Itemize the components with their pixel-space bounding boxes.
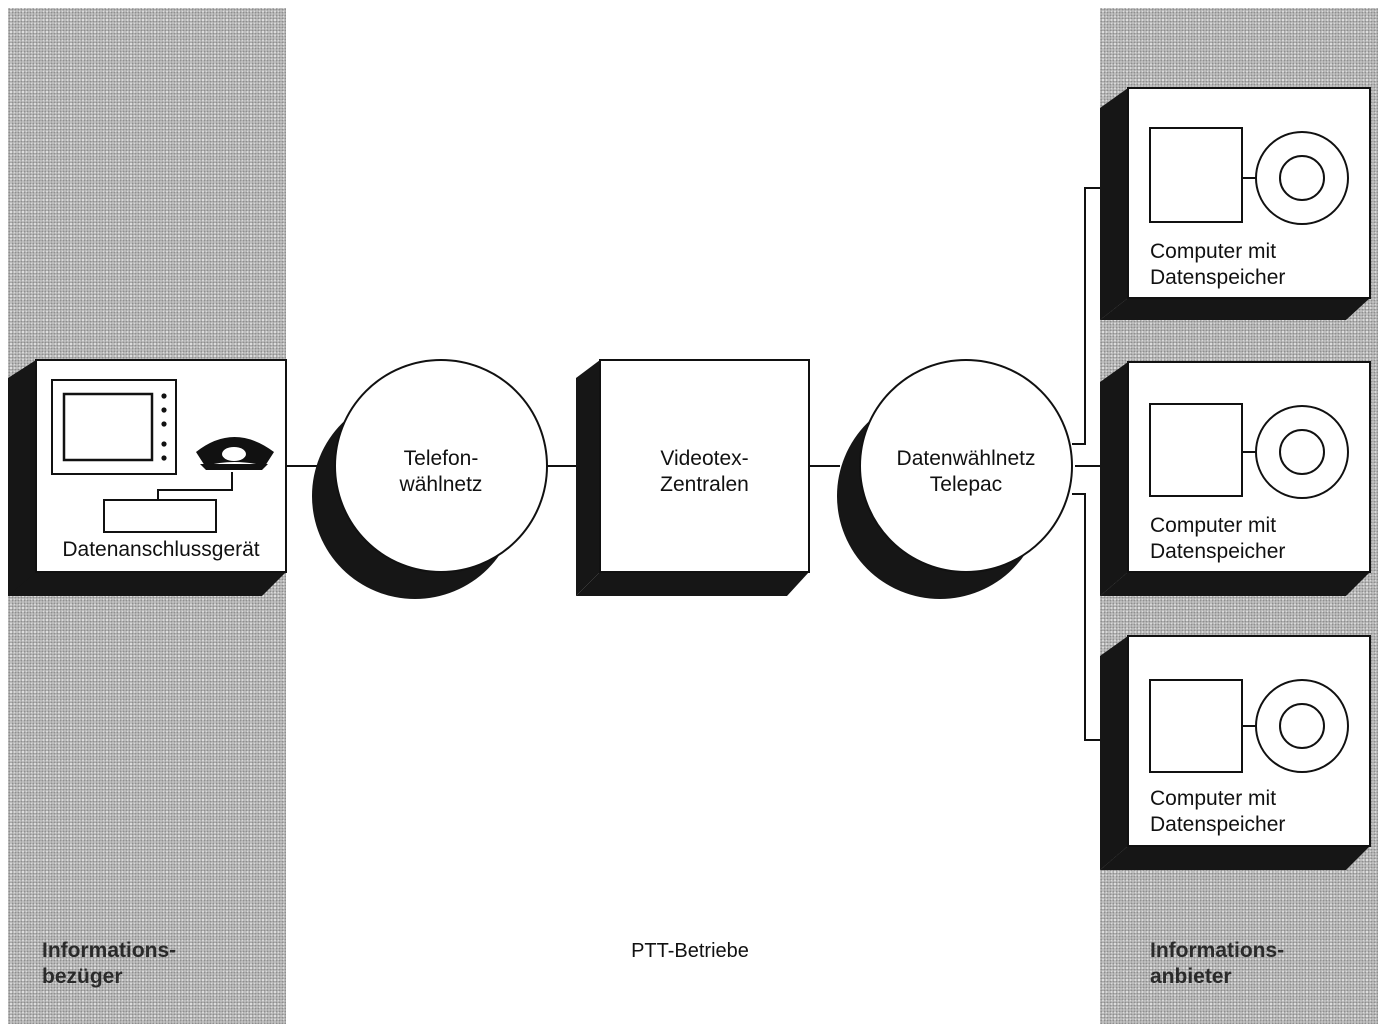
provider-3-label: Computer mit Datenspeicher xyxy=(1150,786,1285,838)
consumer-zone-title-line2: bezüger xyxy=(42,965,123,988)
data-network-label-line2: Telepac xyxy=(929,473,1003,496)
terminal-label: Datenanschlussgerät xyxy=(62,538,260,561)
provider-1-label-line1: Computer mit xyxy=(1150,240,1277,263)
provider-box-1 xyxy=(1100,87,1371,320)
computer-icon xyxy=(1149,403,1243,497)
videotex-center-label: Videotex- Zentralen xyxy=(600,446,809,498)
videotex-center-label-line2: Zentralen xyxy=(660,473,749,496)
disk-storage-icon xyxy=(1255,679,1349,773)
keyboard-icon xyxy=(103,499,217,533)
provider-3-label-line2: Datenspeicher xyxy=(1150,813,1286,836)
provider-2-label-line1: Computer mit xyxy=(1150,514,1277,537)
provider-zone-title-line2: anbieter xyxy=(1150,965,1232,988)
disk-storage-icon xyxy=(1255,131,1349,225)
telephone-network-node xyxy=(312,359,548,599)
ptt-section-label: PTT-Betriebe xyxy=(631,940,749,962)
computer-icon xyxy=(1149,679,1243,773)
videotex-center-box xyxy=(576,359,810,596)
provider-box-3 xyxy=(1100,635,1371,870)
provider-1-label-line2: Datenspeicher xyxy=(1150,266,1286,289)
telephone-network-label: Telefon- wählnetz xyxy=(341,446,541,498)
telephone-network-label-line2: wählnetz xyxy=(399,473,483,496)
monitor-icon xyxy=(51,379,177,475)
provider-zone-title: Informations- anbieter xyxy=(1150,938,1284,990)
provider-3-label-line1: Computer mit xyxy=(1150,787,1277,810)
provider-2-label: Computer mit Datenspeicher xyxy=(1150,513,1285,565)
provider-box-2 xyxy=(1100,361,1371,596)
keyboard-cable xyxy=(157,472,233,500)
data-network-label: Datenwählnetz Telepac xyxy=(866,446,1066,498)
telephone-network-label-line1: Telefon- xyxy=(403,447,479,470)
consumer-zone-title: Informations- bezüger xyxy=(42,938,176,990)
provider-2-label-line2: Datenspeicher xyxy=(1150,540,1286,563)
provider-1-label: Computer mit Datenspeicher xyxy=(1150,239,1285,291)
consumer-zone-title-line1: Informations- xyxy=(42,939,177,962)
disk-storage-icon xyxy=(1255,405,1349,499)
telephone-icon xyxy=(196,437,274,470)
data-network-label-line1: Datenwählnetz xyxy=(896,447,1036,470)
provider-zone-title-line1: Informations- xyxy=(1150,939,1285,962)
terminal-box xyxy=(8,359,287,596)
videotex-center-label-line1: Videotex- xyxy=(660,447,749,470)
computer-icon xyxy=(1149,127,1243,223)
data-network-node xyxy=(837,359,1073,599)
